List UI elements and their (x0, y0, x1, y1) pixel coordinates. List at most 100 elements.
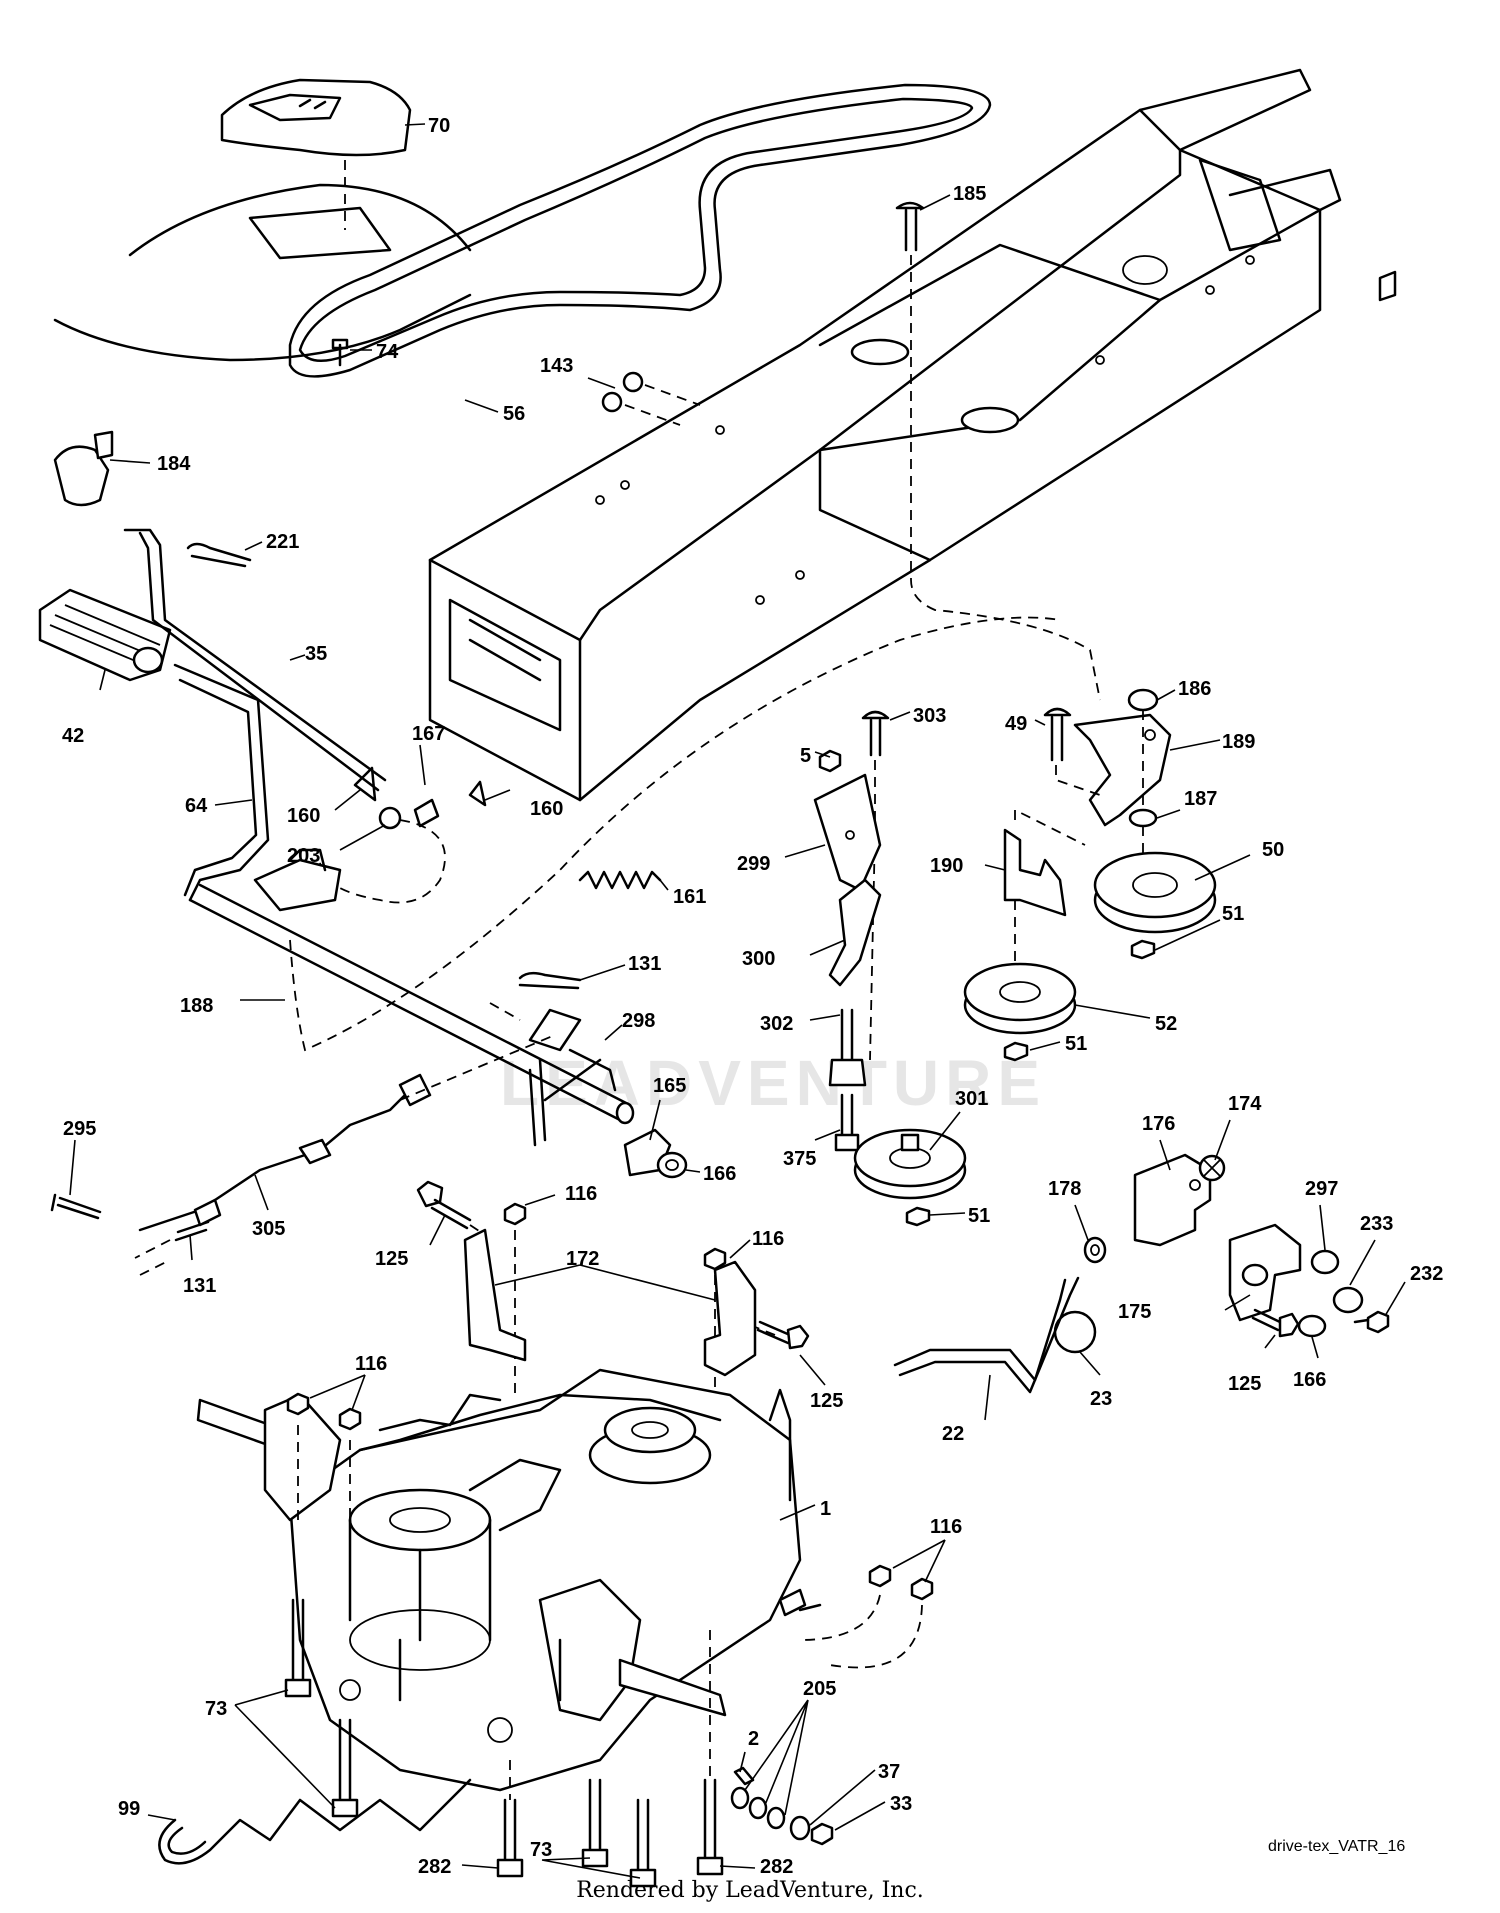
callout-174: 174 (1228, 1093, 1262, 1115)
part-116-nut-upper-left (503, 1202, 527, 1226)
callout-282-left: 282 (418, 1856, 451, 1878)
callout-49: 49 (1005, 713, 1027, 735)
callout-184: 184 (157, 453, 191, 475)
part-1-transaxle (196, 1368, 822, 1792)
part-178-spring (1083, 1236, 1107, 1264)
part-51-nut-lower (905, 1206, 931, 1227)
dash-131 (139, 1002, 521, 1276)
part-51-nut-upper (1130, 939, 1156, 960)
callout-labels: 70 74 56 185 143 184 221 35 42 64 167 16… (62, 115, 1443, 1878)
callout-22: 22 (942, 1423, 964, 1445)
callout-73-bottom: 73 (530, 1839, 552, 1861)
part-174-clip (1198, 1154, 1226, 1182)
callout-160-left: 160 (287, 805, 320, 827)
callout-51-upper: 51 (1222, 903, 1244, 925)
callout-166-right: 166 (1293, 1369, 1326, 1391)
part-99-rod (158, 1778, 472, 1865)
part-125-bolt-lower-right (1251, 1308, 1300, 1338)
callout-37: 37 (878, 1761, 900, 1783)
callout-52: 52 (1155, 1013, 1177, 1035)
callout-302: 302 (760, 1013, 793, 1035)
part-188-cross-shaft (188, 848, 635, 1125)
part-56-belt (288, 83, 992, 378)
callout-282-right: 282 (760, 1856, 793, 1878)
callout-116-transaxle-right: 116 (930, 1516, 962, 1538)
part-187-washer (1128, 808, 1158, 828)
callout-5: 5 (800, 745, 811, 767)
part-99-rod-loop (167, 1826, 207, 1855)
callout-375: 375 (783, 1148, 816, 1170)
callout-165: 165 (653, 1075, 686, 1097)
part-232-screw (1353, 1310, 1390, 1334)
callout-295: 295 (63, 1118, 96, 1140)
part-186-bushing (1127, 688, 1159, 712)
part-116-nut-right-a (868, 1564, 892, 1588)
callout-125-lower-right: 125 (1228, 1373, 1261, 1395)
callout-232: 232 (1410, 1263, 1443, 1285)
callout-70: 70 (428, 115, 450, 137)
callout-116-upper-left: 116 (565, 1183, 597, 1205)
dash-116-125 (469, 1224, 776, 1440)
callout-143: 143 (540, 355, 573, 377)
fender-outline (53, 183, 472, 362)
part-305-cable (138, 1073, 432, 1232)
part-233-washer (1332, 1286, 1364, 1314)
callout-221: 221 (266, 531, 299, 553)
callout-178: 178 (1048, 1178, 1081, 1200)
callout-23: 23 (1090, 1388, 1112, 1410)
callout-203: 203 (287, 845, 320, 867)
part-205-washers (730, 1786, 786, 1830)
callout-125-right: 125 (810, 1390, 843, 1412)
callout-161: 161 (673, 886, 706, 908)
part-50-pulley (1093, 851, 1217, 934)
part-125-bolt-right (756, 1320, 810, 1350)
part-22-lever (893, 1276, 1080, 1394)
callout-298: 298 (622, 1010, 655, 1032)
callout-1: 1 (820, 1498, 831, 1520)
callout-185: 185 (953, 183, 986, 205)
part-221-clip (186, 542, 252, 568)
callout-189: 189 (1222, 731, 1255, 753)
callout-167: 167 (412, 723, 445, 745)
callout-56: 56 (503, 403, 525, 425)
part-116-nut-left-a (286, 1392, 310, 1416)
part-184-cap (53, 430, 114, 507)
part-299-plate (813, 773, 882, 892)
part-131-clip-upper (518, 971, 582, 990)
callout-205: 205 (803, 1678, 836, 1700)
part-37-washer (789, 1815, 811, 1841)
callout-33: 33 (890, 1793, 912, 1815)
part-300-arm (828, 878, 882, 987)
leader-lines (69, 123, 1406, 1879)
part-116-nut-left-b (338, 1407, 362, 1431)
part-302-shaft (828, 1008, 867, 1087)
callout-50: 50 (1262, 839, 1284, 861)
part-166-washer-right (1297, 1314, 1327, 1338)
callout-160-right: 160 (530, 798, 563, 820)
part-165-166-bushing (623, 1128, 688, 1179)
callout-186: 186 (1178, 678, 1211, 700)
part-143-screws (601, 371, 644, 413)
callout-172: 172 (566, 1248, 599, 1270)
part-297-washer (1310, 1249, 1340, 1275)
part-42-pedal-pad (38, 588, 172, 682)
dash-305 (134, 1034, 556, 1259)
part-190-bracket (1003, 828, 1067, 917)
part-282-bolts (496, 1778, 724, 1878)
callout-51-lower: 51 (968, 1205, 990, 1227)
callout-2: 2 (748, 1728, 759, 1750)
callout-233: 233 (1360, 1213, 1393, 1235)
part-295-pin (50, 1193, 102, 1220)
callout-74: 74 (376, 341, 399, 363)
dash-143 (624, 384, 701, 426)
part-161-spring (578, 870, 662, 890)
callout-166-left: 166 (703, 1163, 736, 1185)
part-70-cover (220, 78, 412, 157)
callout-175: 175 (1118, 1301, 1151, 1323)
part-74-screw (331, 338, 349, 367)
main-frame (428, 68, 1397, 802)
part-185-bolt (895, 201, 925, 252)
callout-303: 303 (913, 705, 946, 727)
part-125-bolt-left (416, 1180, 472, 1230)
part-116-nut-upper-right (703, 1247, 727, 1271)
